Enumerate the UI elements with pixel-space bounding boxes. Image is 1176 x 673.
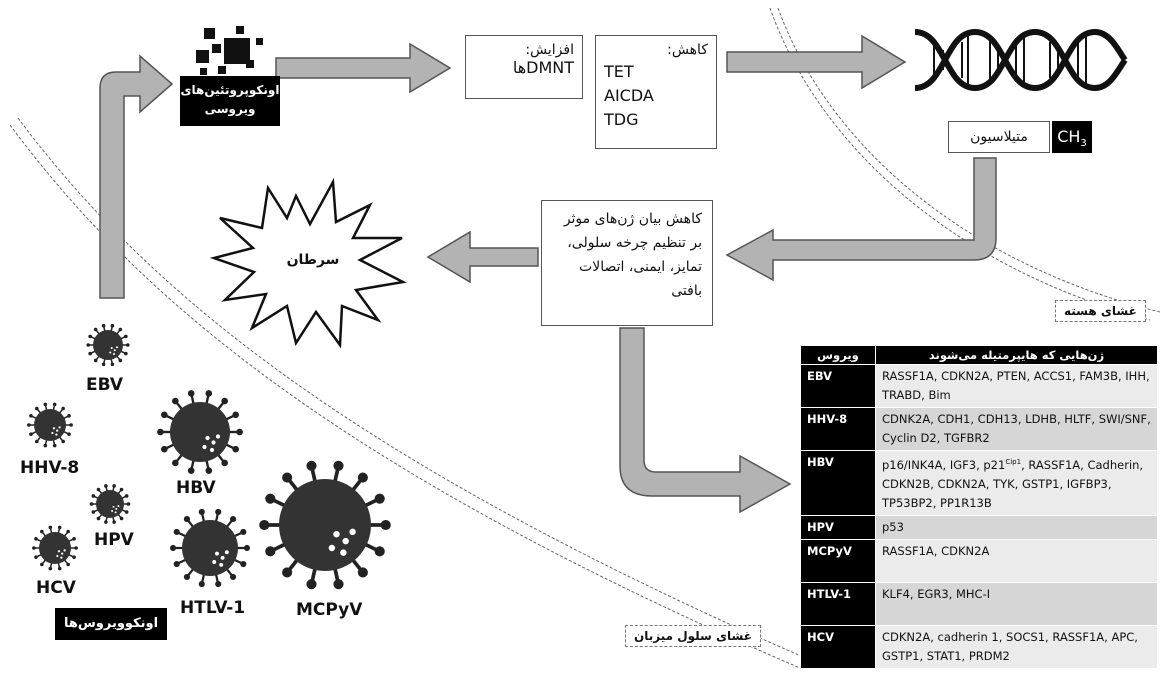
arrow-icon [99,54,174,299]
viral-oncoproteins-label: اونکوپروتئین‌های ویروسی [180,76,280,126]
genes-superscript: Cip1 [1005,458,1022,466]
nuclear-membrane-line [769,7,1151,321]
cancer-label: سرطان [286,252,340,268]
row-virus: MCPyV [800,538,876,583]
row-genes: CDNK2A, CDH1, CDH13, LDHB, HLTF, SWI/SNF… [875,407,1158,451]
row-genes: CDKN2A, cadherin 1, SOCS1, RASSF1A, APC,… [875,624,1158,669]
starburst-icon [209,177,407,349]
row-genes: RASSF1A, CDKN2A, PTEN, ACCS1, FAM3B, IHH… [875,364,1158,408]
row-virus: HBV [800,450,876,516]
arrow-icon [726,34,907,90]
virus-icon [157,390,243,474]
oncoviruses-label: اونکوویروس‌ها [55,608,167,640]
increase-box: افزایش: DMNTها [465,35,583,99]
genes-part: , RASSF1A, Cadherin, CDKN2B, CDKN2A, TYK… [882,457,1144,510]
table-row: HHV-8 CDNK2A, CDH1, CDH13, LDHB, HLTF, S… [800,407,1158,451]
table-row: EBV RASSF1A, CDKN2A, PTEN, ACCS1, FAM3B,… [800,364,1158,408]
hypermethylated-genes-table: ویروس ژن‌هایی که هایپرمتیله می‌شوند EBV … [800,345,1158,669]
header-virus: ویروس [800,345,876,365]
oncoprotein-squares-icon [196,26,263,75]
ch3-subscript: 3 [1080,138,1087,150]
row-genes: p16/INK4A, IGF3, p21Cip1, RASSF1A, Cadhe… [875,450,1158,516]
row-virus: EBV [800,364,876,408]
genes-part: p16/INK4A, IGF3, p21 [882,457,1006,472]
nuclear-membrane-label: غشای هسته [1055,300,1146,322]
table-header-row: ویروس ژن‌هایی که هایپرمتیله می‌شوند [800,345,1158,365]
header-genes: ژن‌هایی که هایپرمتیله می‌شوند [875,345,1158,365]
virus-icon [27,402,73,448]
host-membrane-line [17,117,811,661]
virus-icon [86,323,130,367]
virus-name-ebv: EBV [86,375,124,395]
table-row: HBV p16/INK4A, IGF3, p21Cip1, RASSF1A, C… [800,450,1158,516]
dna-icon [914,28,1128,92]
table-row: HTLV-1 KLF4, EGR3, MHC-I [800,581,1158,626]
host-membrane-line [9,124,801,669]
decrease-item: TET [604,62,634,81]
expression-box: کاهش بیان ژن‌های موثر بر تنظیم چرخه سلول… [541,200,713,326]
table-row: HPV p53 [800,514,1158,540]
row-virus: HHV-8 [800,407,876,451]
virus-name-htlv1: HTLV-1 [180,598,246,618]
row-genes: KLF4, EGR3, MHC-I [875,581,1158,626]
row-virus: HTLV-1 [800,581,876,626]
row-virus: HCV [800,624,876,669]
virus-name-mcpyv: MCPyV [296,600,363,620]
table-row: HCV CDKN2A, cadherin 1, SOCS1, RASSF1A, … [800,624,1158,669]
table-row: MCPyV RASSF1A, CDKN2A [800,538,1158,583]
arrow-icon [275,42,452,94]
arrow-icon [725,157,997,282]
ch3-label: CH [1057,127,1081,146]
ch3-badge: CH3 [1052,121,1092,153]
methylation-box: متیلاسیون [948,121,1050,153]
virus-name-hcv: HCV [36,578,76,598]
row-genes: p53 [875,514,1158,540]
virus-icon [32,525,78,571]
row-virus: HPV [800,514,876,540]
arrow-icon [426,230,539,284]
decrease-item: AICDA [604,86,654,105]
virus-icon [169,508,251,588]
increase-title: افزایش: [525,42,574,58]
increase-item: DMNTها [512,58,574,77]
decrease-item: TDG [604,110,639,129]
virus-name-hbv: HBV [176,478,216,498]
arrow-icon [619,327,792,514]
virus-icon [89,484,131,524]
virus-name-hhv8: HHV-8 [20,458,80,478]
row-genes: RASSF1A, CDKN2A [875,538,1158,583]
decrease-box: کاهش: TET AICDA TDG [595,35,717,149]
decrease-title: کاهش: [667,42,708,58]
virus-icon [259,460,391,590]
host-membrane-label: غشای سلول میزبان [625,625,761,647]
virus-name-hpv: HPV [94,530,134,550]
